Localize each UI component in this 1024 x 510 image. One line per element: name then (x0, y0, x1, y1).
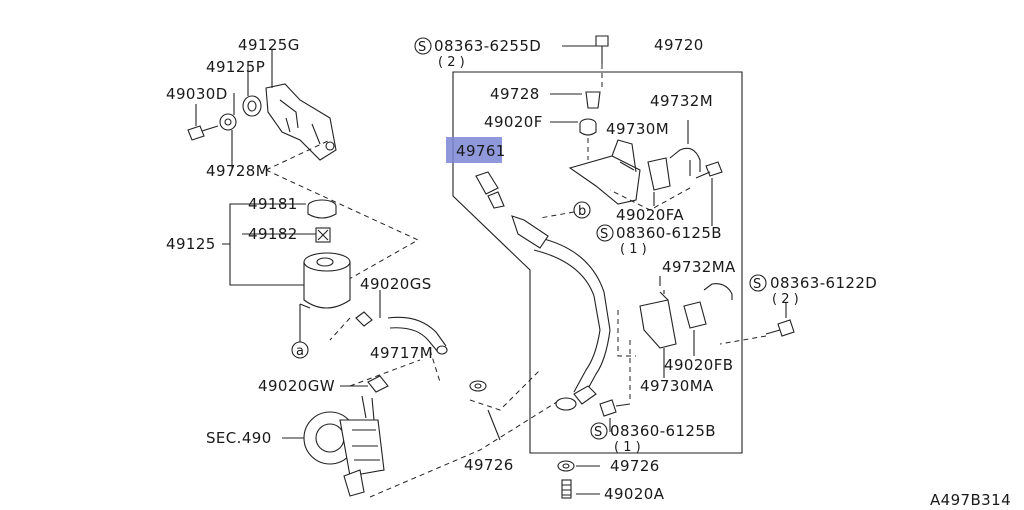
grommet-49125P-drawing (242, 95, 262, 117)
s-mark-08360-6125B-b (590, 422, 608, 440)
s-mark-label: S (600, 227, 608, 242)
reservoir-49125-drawing (291, 199, 351, 359)
label-49730M: 49730M (606, 120, 669, 138)
pump-sec490-drawing (303, 395, 385, 497)
qty-1-b: ( 1 ) (614, 440, 641, 455)
label-49125P: 49125P (206, 58, 265, 76)
clamp-49732MA-drawing (703, 283, 733, 300)
label-49181: 49181 (248, 195, 298, 213)
collar-49728M-drawing (219, 113, 237, 131)
label-sec490: SEC.490 (206, 429, 272, 447)
ref-a-label: a (296, 344, 304, 359)
s-mark-08363-6255D (414, 37, 432, 55)
label-08360-6125B-a: 08360-6125B (616, 224, 722, 242)
bolt-49020A-drawing (561, 479, 572, 499)
hose-49720-drawing (475, 171, 611, 411)
ref-b-label: b (578, 204, 586, 219)
bracket-49730M-drawing (568, 139, 641, 205)
label-49728M: 49728M (206, 162, 269, 180)
s-mark-label: S (418, 40, 426, 55)
s-mark-label: S (594, 425, 602, 440)
assembly-frame (452, 71, 743, 454)
label-49717M: 49717M (370, 344, 433, 362)
label-49726-left: 49726 (464, 456, 514, 474)
bolt-08363-6255D-drawing (595, 35, 609, 64)
label-49728: 49728 (490, 85, 540, 103)
bolt-49030D-drawing (187, 125, 219, 141)
label-49020GW: 49020GW (258, 377, 335, 395)
clamp-49732M-drawing (669, 147, 701, 176)
label-08363-6255D: 08363-6255D (434, 37, 541, 55)
label-49182: 49182 (248, 225, 298, 243)
s-mark-label: S (753, 277, 761, 292)
washer-49726-drawing (469, 380, 575, 472)
bolt-08363-6122D-drawing (765, 319, 795, 337)
bracket-49730MA-drawing (639, 290, 677, 349)
label-49730MA: 49730MA (640, 377, 714, 395)
diagram-code: A497B314 (930, 491, 1011, 509)
qty-1-a: ( 1 ) (620, 242, 647, 257)
label-08360-6125B-b: 08360-6125B (610, 422, 716, 440)
grommet-49020FA-drawing (647, 157, 671, 191)
label-49732M: 49732M (650, 92, 713, 110)
label-49726-right: 49726 (610, 457, 660, 475)
collar-49728-drawing (585, 91, 601, 109)
bolt-08360-6125B-a-drawing (695, 161, 723, 179)
label-49020FB: 49020FB (664, 356, 733, 374)
bolt-08360-6125B-b-drawing (599, 399, 631, 417)
label-49761[interactable]: 49761 (456, 142, 506, 160)
hose-49717M-drawing (355, 311, 448, 393)
grommet-49020F-drawing (579, 118, 597, 136)
label-49020FA: 49020FA (616, 206, 684, 224)
label-49020GS: 49020GS (360, 275, 432, 293)
qty-2-a: ( 2 ) (438, 55, 465, 70)
label-08363-6122D: 08363-6122D (770, 274, 877, 292)
highlight-box (446, 137, 502, 163)
s-mark-08363-6122D (749, 274, 767, 292)
qty-2-b: ( 2 ) (772, 292, 799, 307)
label-49030D: 49030D (166, 85, 228, 103)
bracket-49125G-drawing (265, 83, 337, 161)
label-49020F: 49020F (484, 113, 543, 131)
label-49020A: 49020A (604, 485, 665, 503)
grommet-49020FB-drawing (683, 301, 707, 329)
s-mark-08360-6125B-a (596, 224, 614, 242)
label-49125G: 49125G (238, 36, 300, 54)
label-49125: 49125 (166, 235, 216, 253)
label-49720: 49720 (654, 36, 704, 54)
label-49732MA: 49732MA (662, 258, 736, 276)
